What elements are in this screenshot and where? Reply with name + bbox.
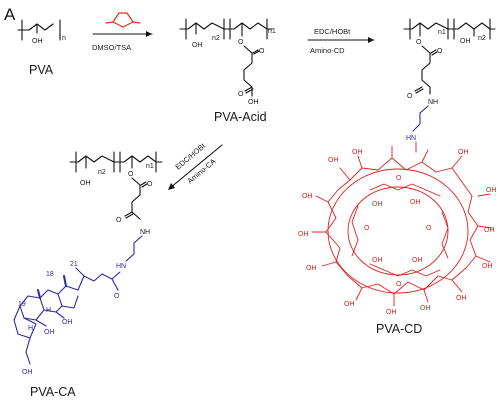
ca-oh-3: OH: [22, 369, 33, 376]
acid-oh-acid: OH: [248, 99, 259, 106]
cyclodextrin-ring: OH OH OH OH OH OH OH OH OH OH OH OH OH O…: [298, 145, 497, 316]
cd-oh-8: OH: [420, 305, 431, 312]
arrow-step1: DMSO/TSA: [92, 31, 153, 52]
panel-letter: A: [4, 5, 16, 24]
arrow-step2: EDC/HOBt Amino-CD: [307, 27, 375, 55]
cd-oh-7: OH: [456, 295, 467, 302]
cd-o-1: O: [364, 225, 370, 232]
cd-oh-11: OH: [306, 265, 317, 272]
ca-nh: NH: [140, 229, 150, 236]
pva-structure: OH n PVA: [17, 19, 66, 77]
pva-n: n: [62, 35, 66, 42]
reagent-step2-top: EDC/HOBt: [314, 27, 351, 36]
cholic-acid: HN O 21 18 19 OH OH H H OH: [13, 235, 143, 376]
cd-oh-1: OH: [328, 157, 339, 164]
label-c21: 21: [70, 261, 78, 268]
cd-oh-13: OH: [302, 193, 313, 200]
reagent-step2-bottom: Amino-CD: [310, 46, 345, 55]
reagent-step1: DMSO/TSA: [92, 43, 131, 52]
ca-n1: n1: [146, 163, 154, 170]
cd-n1: n1: [438, 29, 446, 36]
anhydride-icon: [105, 12, 141, 28]
cd-oh-10: OH: [344, 301, 355, 308]
cd-o-amide: O: [407, 93, 413, 100]
label-pva-acid: PVA-Acid: [214, 110, 267, 124]
cd-oh-14: OH: [372, 201, 383, 208]
acid-oh: OH: [192, 42, 203, 49]
ca-o-amide2: O: [114, 293, 120, 300]
ca-oh: OH: [80, 180, 91, 187]
cd-hn: HN: [406, 135, 416, 142]
cd-oh-2: OH: [352, 149, 363, 156]
cd-oh-17: OH: [412, 257, 423, 264]
cd-oh-9: OH: [386, 309, 397, 316]
arrow-step3: EDC/HOBt Amino-CA: [168, 141, 223, 190]
ca-n2: n2: [98, 169, 106, 176]
cd-oh-12: OH: [298, 231, 309, 238]
cd-o-4: O: [396, 281, 402, 288]
label-pva: PVA: [29, 63, 54, 77]
acid-o-ester: O: [238, 39, 244, 46]
cd-oh-3: OH: [458, 149, 469, 156]
cd-oh-15: OH: [410, 199, 421, 206]
ca-o-ester: O: [128, 171, 134, 178]
acid-n2: n2: [212, 35, 220, 42]
pva-oh: OH: [32, 38, 43, 45]
label-pva-ca: PVA-CA: [30, 385, 76, 399]
cd-oh-4: OH: [486, 187, 497, 194]
acid-o-acid: O: [238, 91, 244, 98]
ca-hn: HN: [116, 263, 126, 270]
pva-cd-structure: O n1 OH n2 O O NH HN OH OH OH OH OH OH: [298, 18, 497, 336]
pva-acid-structure: OH n2 n1 O O O OH PVA-Acid: [179, 18, 276, 124]
label-c19: 19: [18, 301, 26, 308]
cd-n2: n2: [478, 35, 486, 42]
cd-oh-6: OH: [482, 263, 493, 270]
acid-o-carbonyl: O: [259, 48, 265, 55]
cd-oh-16: OH: [372, 257, 383, 264]
ca-h-2: H: [28, 325, 33, 332]
label-pva-cd: PVA-CD: [376, 322, 422, 336]
acid-n1: n1: [268, 28, 276, 35]
ca-o-amide: O: [116, 217, 122, 224]
ca-h-1: H: [46, 307, 51, 314]
cd-o-3: O: [396, 175, 402, 182]
cd-o-carbonyl: O: [437, 48, 443, 55]
ca-oh-7: OH: [44, 329, 55, 336]
cd-nh: NH: [428, 99, 438, 106]
cd-o-2: O: [426, 225, 432, 232]
pva-ca-structure: OH n2 n1 O O O NH HN O 21 18 19: [13, 151, 163, 399]
cd-oh-5: OH: [484, 227, 495, 234]
ca-o-carbonyl: O: [147, 181, 153, 188]
label-c18: 18: [46, 271, 54, 278]
cd-oh: OH: [460, 38, 471, 45]
ca-oh-12: OH: [62, 319, 73, 326]
cd-o-ester: O: [416, 39, 422, 46]
